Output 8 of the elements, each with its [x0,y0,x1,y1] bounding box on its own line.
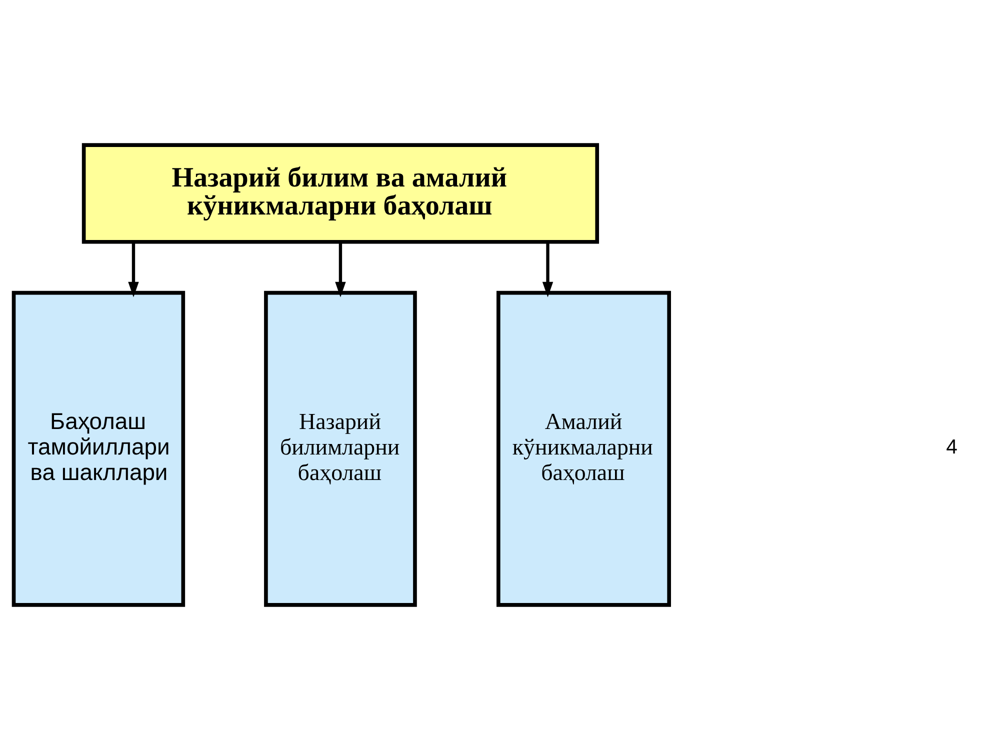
node-box: Назарий билим ва амалий кўникмаларни баҳолаш [82,143,600,244]
arrow [335,242,346,298]
node-box: Амалий кўникмаларни баҳолаш [496,290,671,607]
label: 4 [946,436,958,459]
arrow [542,242,554,298]
node-box: Баҳолаш тамойиллари ва шакллари [12,290,186,607]
arrow [128,242,139,298]
node-box: Назарий билимларни баҳолаш [264,290,417,607]
